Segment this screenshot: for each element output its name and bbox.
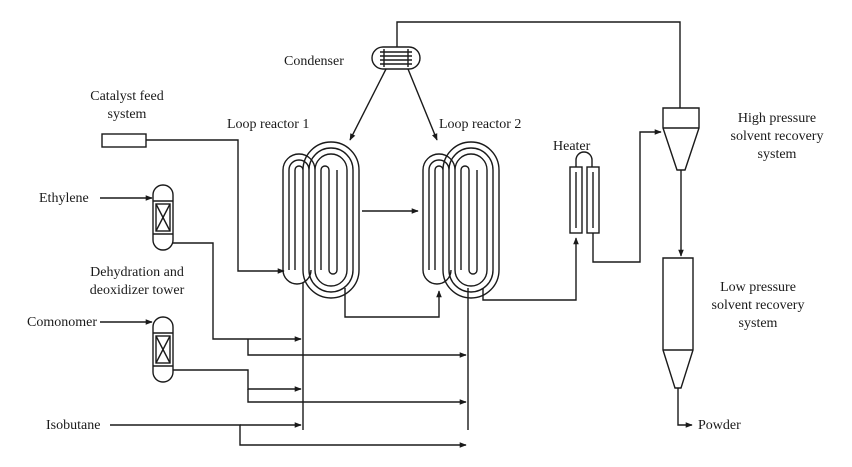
loop-reactor-2 — [422, 141, 500, 299]
dehydration-tower-2 — [152, 316, 174, 383]
low-pressure-vessel — [662, 257, 694, 389]
dehydration-tower-1 — [152, 184, 174, 251]
catalyst-feed-label-line2: system — [107, 107, 147, 122]
catalyst-feed-label-line1: Catalyst feed — [90, 89, 164, 104]
catalyst-feed-box — [101, 133, 147, 148]
high-pressure-vessel — [662, 107, 700, 171]
powder-label: Powder — [698, 418, 741, 433]
lp-label-line1: Low pressure — [720, 280, 796, 295]
dehydration-label-line2: deoxidizer tower — [89, 283, 185, 298]
loop-reactor-2-label: Loop reactor 2 — [439, 117, 522, 132]
condenser-label: Condenser — [284, 54, 344, 69]
ethylene-label: Ethylene — [39, 191, 89, 206]
lp-label-line2: solvent recovery — [711, 298, 805, 313]
hp-label-line2: solvent recovery — [730, 129, 824, 144]
hp-label-line1: High pressure — [737, 111, 817, 126]
heater-label: Heater — [553, 139, 591, 154]
lp-label-line3: system — [738, 316, 778, 331]
hp-label-line3: system — [757, 147, 797, 162]
dehydration-label-line1: Dehydration and — [90, 265, 184, 280]
loop-reactor-1-label: Loop reactor 1 — [227, 117, 310, 132]
comonomer-label: Comonomer — [27, 315, 97, 330]
loop-reactor-1 — [282, 141, 360, 299]
isobutane-label: Isobutane — [46, 418, 101, 433]
condenser-icon — [371, 46, 421, 70]
heater-icon — [569, 151, 600, 234]
